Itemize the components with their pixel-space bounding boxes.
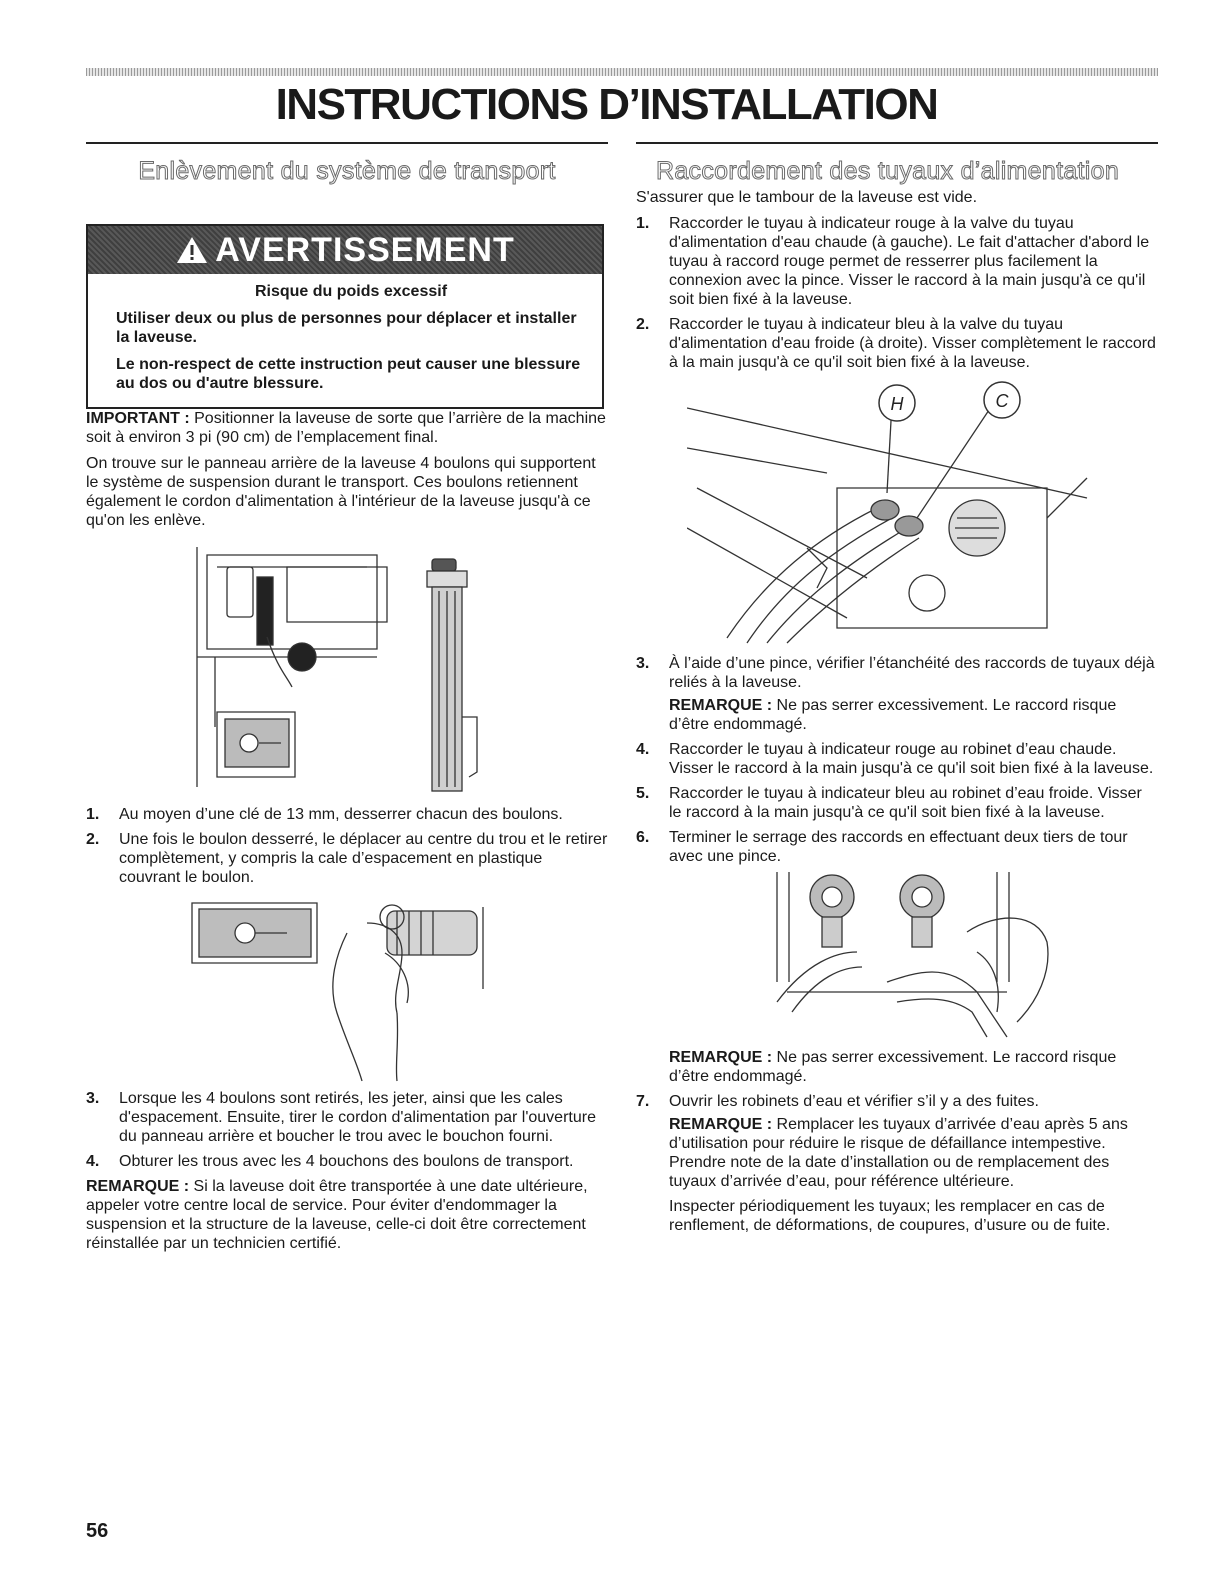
- list-item: 4. Raccorder le tuyau à indicateur rouge …: [636, 740, 1158, 778]
- list-item: 5. Raccorder le tuyau à indicateur bleu a…: [636, 784, 1158, 822]
- note-label: REMARQUE :: [669, 1116, 773, 1133]
- step-number: 2.: [86, 831, 100, 848]
- tightening-note-2: REMARQUE : Ne pas serrer excessivement. …: [669, 1048, 1158, 1086]
- right-column: Raccordement des tuyaux d’alimentation S…: [636, 150, 1158, 1241]
- list-item: 2. Raccorder le tuyau à indicateur bleu à…: [636, 315, 1158, 372]
- hot-label: H: [891, 394, 905, 414]
- note-text: Si la laveuse doit être transportée à un…: [86, 1178, 588, 1252]
- top-decorative-band: [86, 68, 1158, 76]
- list-item: 6. Terminer le serrage des raccords en ef…: [636, 828, 1158, 866]
- hoses-intro: S'assurer que le tambour de la laveuse e…: [636, 189, 978, 206]
- step-number: 1.: [86, 806, 100, 823]
- page-number: 56: [86, 1520, 109, 1542]
- removal-steps-3-4: 3. Lorsque les 4 boulons sont retirés, le…: [86, 1089, 608, 1171]
- list-item: 1. Raccorder le tuyau à indicateur rouge …: [636, 214, 1158, 309]
- step-number: 4.: [636, 741, 650, 758]
- step-text: Obturer les trous avec les 4 bouchons de…: [119, 1153, 574, 1170]
- warning-line-1: Utiliser deux ou plus de personnes pour …: [116, 310, 577, 346]
- left-column: Enlèvement du système de transport AVERT…: [86, 150, 608, 1260]
- hose-step-3: 3. À l’aide d’une pince, vérifier l’étanc…: [636, 654, 1158, 734]
- step-text: Raccorder le tuyau à indicateur bleu au …: [669, 785, 1142, 821]
- hose-steps-4-6: 4. Raccorder le tuyau à indicateur rouge …: [636, 740, 1158, 866]
- left-title-rule: [86, 142, 608, 144]
- replacement-note: REMARQUE : Remplacer les tuyaux d’arrivé…: [669, 1115, 1158, 1191]
- important-text: Positionner la laveuse de sorte que l’ar…: [86, 410, 606, 446]
- note-text: Ne pas serrer excessivement. Le raccord …: [669, 1049, 1117, 1085]
- step-text: À l’aide d’une pince, vérifier l’étanché…: [669, 655, 1155, 691]
- step-text: Raccorder le tuyau à indicateur rouge à …: [669, 215, 1150, 308]
- step-number: 2.: [636, 316, 650, 333]
- note-label: REMARQUE :: [669, 1049, 773, 1066]
- list-item: 3. À l’aide d’une pince, vérifier l’étanc…: [636, 654, 1158, 734]
- section-title-transport: Enlèvement du système de transport: [138, 157, 556, 186]
- right-title-rule: [636, 142, 1158, 144]
- warning-body: Risque du poids excessif Utiliser deux o…: [88, 274, 602, 407]
- step-number: 3.: [636, 655, 650, 672]
- note-label: REMARQUE :: [669, 697, 773, 714]
- warning-box: AVERTISSEMENT Risque du poids excessif U…: [86, 224, 604, 409]
- inspection-paragraph: Inspecter périodiquement les tuyaux; les…: [669, 1198, 1111, 1234]
- step-number: 5.: [636, 785, 650, 802]
- list-item: 3. Lorsque les 4 boulons sont retirés, le…: [86, 1089, 608, 1146]
- page-title: INSTRUCTIONS D’INSTALLATION: [275, 80, 939, 129]
- warning-line-2: Le non-respect de cette instruction peut…: [116, 356, 581, 392]
- figure-bolt-removal-hand: [191, 902, 484, 1082]
- warning-triangle-icon: [177, 237, 208, 263]
- hose-steps-1-2: 1. Raccorder le tuyau à indicateur rouge …: [636, 214, 1158, 372]
- list-item: 4. Obturer les trous avec les 4 bouchons …: [86, 1152, 608, 1171]
- important-label: IMPORTANT :: [86, 410, 190, 427]
- note-text: Ne pas serrer excessivement. Le raccord …: [669, 697, 1117, 733]
- step-number: 3.: [86, 1090, 100, 1107]
- list-item: 1. Au moyen d’une clé de 13 mm, desserrer…: [86, 805, 608, 824]
- hose-step-7: 7. Ouvrir les robinets d’eau et vérifier …: [636, 1092, 1158, 1235]
- step-number: 7.: [636, 1093, 650, 1110]
- important-paragraph: IMPORTANT : Positionner la laveuse de so…: [86, 409, 608, 447]
- step-number: 4.: [86, 1153, 100, 1170]
- list-item: 2. Une fois le boulon desserré, le déplac…: [86, 830, 608, 887]
- list-item: 7. Ouvrir les robinets d’eau et vérifier …: [636, 1092, 1158, 1235]
- step-text: Raccorder le tuyau à indicateur bleu à l…: [669, 316, 1156, 371]
- bolts-paragraph: On trouve sur le panneau arrière de la l…: [86, 455, 596, 529]
- note-text: Remplacer les tuyaux d’arrivée d’eau apr…: [669, 1116, 1128, 1190]
- figure-pliers-faucet: [776, 872, 1049, 1038]
- tightening-note-1: REMARQUE : Ne pas serrer excessivement. …: [669, 696, 1158, 734]
- step-text: Au moyen d’une clé de 13 mm, desserrer c…: [119, 806, 563, 823]
- figure-rear-panel-bolt: [196, 547, 478, 792]
- step-text: Une fois le boulon desserré, le déplacer…: [119, 831, 608, 886]
- note-label: REMARQUE :: [86, 1178, 190, 1195]
- step-text: Ouvrir les robinets d’eau et vérifier s’…: [669, 1093, 1039, 1110]
- step-text: Terminer le serrage des raccords en effe…: [669, 829, 1128, 865]
- removal-steps-1-2: 1. Au moyen d’une clé de 13 mm, desserrer…: [86, 805, 608, 887]
- step-number: 6.: [636, 829, 650, 846]
- section-title-hoses: Raccordement des tuyaux d’alimentation: [656, 157, 1120, 186]
- step-text: Raccorder le tuyau à indicateur rouge au…: [669, 741, 1154, 777]
- cold-label: C: [996, 391, 1010, 411]
- warning-hazard: Risque du poids excessif: [254, 283, 448, 300]
- transport-note: REMARQUE : Si la laveuse doit être trans…: [86, 1177, 608, 1253]
- step-number: 1.: [636, 215, 650, 232]
- step-text: Lorsque les 4 boulons sont retirés, les …: [119, 1090, 596, 1145]
- warning-header: AVERTISSEMENT: [88, 226, 602, 274]
- warning-label: AVERTISSEMENT: [215, 230, 515, 269]
- figure-hose-connection: H C: [687, 381, 1088, 644]
